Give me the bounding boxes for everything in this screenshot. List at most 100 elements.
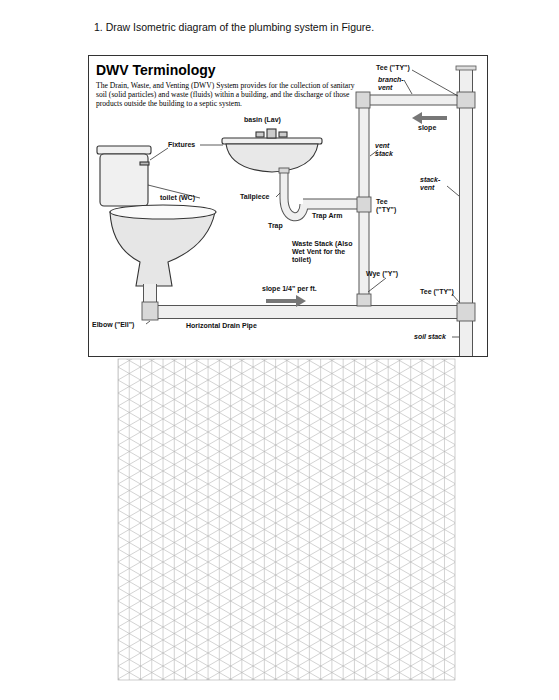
grid-line	[118, 471, 455, 666]
grid-line	[118, 367, 455, 562]
grid-line	[118, 510, 455, 680]
grid-line	[219, 359, 220, 680]
grid-line	[129, 359, 130, 680]
leader-line	[146, 70, 459, 337]
pipe-outline	[364, 100, 466, 300]
grid-line	[118, 359, 455, 367]
grid-line	[118, 458, 455, 653]
grid-line	[365, 359, 366, 680]
pipe-body	[303, 200, 364, 209]
grid-line	[118, 549, 455, 680]
grid-line	[174, 359, 175, 680]
slope-arrow	[266, 112, 447, 307]
grid-line	[118, 497, 455, 680]
grid-line	[376, 359, 377, 680]
grid-line	[118, 497, 455, 680]
grid-line	[118, 653, 455, 680]
isometric-grid	[118, 359, 455, 680]
pipe-fittings	[142, 92, 475, 321]
part-label: Elbow ("Ell")	[92, 321, 134, 329]
grid-line	[118, 359, 455, 484]
grid-line	[253, 359, 254, 680]
pipe-body	[364, 100, 466, 300]
grid-line	[118, 359, 455, 406]
grid-line	[118, 666, 455, 680]
grid-line	[118, 627, 455, 680]
grid-line	[309, 359, 310, 680]
grid-line	[185, 359, 186, 680]
grid-line	[118, 359, 455, 536]
grid-line	[433, 359, 434, 680]
grid-line	[118, 359, 455, 471]
grid-line	[118, 432, 455, 627]
grid-line	[118, 359, 455, 445]
grid-border	[118, 359, 455, 680]
grid-line	[118, 359, 455, 406]
grid-line	[118, 367, 455, 562]
pipe-system	[150, 66, 476, 357]
part-label: vent stack	[375, 142, 405, 158]
part-label: Horizontal Drain Pipe	[186, 322, 257, 330]
grid-line	[118, 601, 455, 680]
grid-line	[118, 359, 455, 497]
grid-line	[275, 359, 276, 680]
trap-outline	[284, 172, 304, 217]
pipe-body	[150, 284, 466, 312]
part-label: toilet (WC)	[160, 194, 195, 202]
grid-line	[151, 359, 152, 680]
frame-heading: DWV Terminology	[96, 62, 480, 78]
grid-line	[118, 575, 455, 680]
trap-body	[284, 172, 304, 217]
grid-line	[118, 601, 455, 680]
grid-line	[208, 359, 209, 680]
grid-line	[118, 359, 455, 536]
grid-line	[118, 359, 455, 432]
grid-line	[444, 359, 445, 680]
grid-line	[118, 588, 455, 680]
grid-line	[118, 359, 455, 419]
part-label: Wye ("Y")	[366, 270, 398, 278]
grid-line	[118, 406, 455, 601]
grid-line	[140, 359, 141, 680]
grid-line	[118, 575, 455, 680]
grid-line	[230, 359, 231, 680]
grid-line	[118, 380, 455, 575]
stack-top	[456, 66, 476, 70]
basin-drawing	[222, 129, 322, 172]
grid-line	[118, 359, 455, 497]
grid-line	[343, 359, 344, 680]
grid-line	[118, 359, 455, 393]
grid-line	[118, 445, 455, 640]
grid-line	[320, 359, 321, 680]
part-label: basin (Lav)	[244, 116, 281, 124]
grid-line	[331, 359, 332, 680]
grid-line	[118, 640, 455, 680]
grid-line	[118, 406, 455, 601]
grid-line	[118, 484, 455, 679]
terminology-frame: DWV TerminologyThe Drain, Waste, and Ven…	[88, 55, 488, 357]
part-label: Tailpiece	[240, 193, 269, 201]
grid-line	[421, 359, 422, 680]
grid-line	[388, 359, 389, 680]
part-label: slope	[418, 124, 436, 132]
grid-line	[118, 419, 455, 614]
grid-line	[241, 359, 242, 680]
grid-line	[118, 627, 455, 680]
grid-line	[298, 359, 299, 680]
grid-line	[118, 393, 455, 588]
pipe-outline	[150, 284, 466, 312]
grid-line	[118, 614, 455, 680]
grid-line	[118, 536, 455, 680]
grid-line	[354, 359, 355, 680]
grid-line	[118, 432, 455, 627]
part-label: branch- vent	[378, 76, 410, 92]
grid-line	[118, 393, 455, 588]
grid-line	[118, 359, 455, 471]
part-label: Tee ("TY")	[420, 288, 454, 296]
grid-line	[118, 359, 455, 445]
frame-description: The Drain, Waste, and Venting (DWV) Syst…	[96, 81, 358, 108]
grid-line	[399, 359, 400, 680]
part-label: Tee ("TY")	[376, 64, 410, 72]
part-label: stack- vent	[420, 176, 450, 192]
